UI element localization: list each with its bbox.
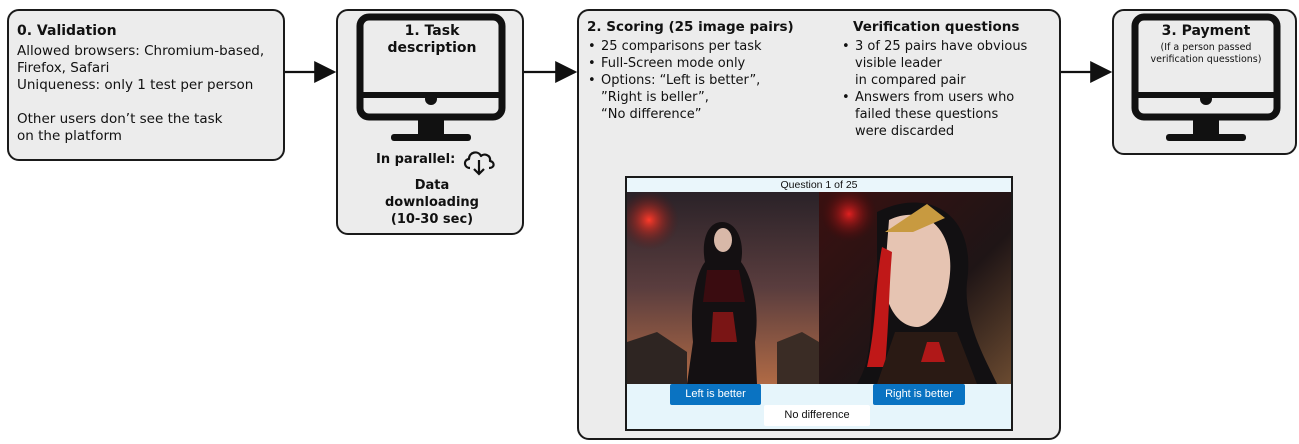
list-item: Options: “Left is better”, ”Right is bel… [587, 72, 827, 123]
list-item: 3 of 25 pairs have obvious visible leade… [841, 38, 1051, 89]
monitor-icon [1131, 13, 1281, 141]
download-line1: Data [414, 178, 450, 193]
verification-list: 3 of 25 pairs have obvious visible leade… [841, 38, 1051, 140]
download-line2: downloading [385, 195, 479, 210]
cloud-download-icon [463, 151, 495, 176]
scoring-list: 25 comparisons per task Full-Screen mode… [587, 38, 827, 123]
task-title-line2: description [387, 40, 477, 56]
question-counter: Question 1 of 25 [627, 178, 1011, 192]
parallel-label: In parallel: [376, 152, 456, 167]
validation-title: 0. Validation [17, 23, 117, 39]
list-item: 25 comparisons per task [587, 38, 827, 55]
payment-box: 3. Payment (If a person passed verificat… [1112, 9, 1297, 155]
validation-box: 0. Validation Allowed browsers: Chromium… [7, 9, 285, 161]
task-title: 1. Task description [368, 23, 496, 57]
comparison-screen: Question 1 of 25 [625, 176, 1013, 431]
payment-subtitle: (If a person passed verification quessti… [1142, 42, 1270, 66]
no-difference-button[interactable]: No difference [764, 405, 870, 426]
task-box: 1. Task description In parallel: Data do… [336, 9, 524, 235]
payment-subtitle-line1: (If a person passed [1160, 42, 1252, 53]
monitor-icon [356, 13, 506, 141]
download-text: Data downloading (10-30 sec) [338, 177, 526, 228]
task-title-line1: 1. Task [404, 23, 460, 39]
validation-body: Allowed browsers: Chromium-based, Firefo… [17, 43, 265, 144]
left-is-better-button[interactable]: Left is better [670, 384, 761, 405]
scoring-section: 2. Scoring (25 image pairs) 25 compariso… [587, 19, 827, 123]
image-pair [627, 192, 1011, 384]
right-is-better-button[interactable]: Right is better [873, 384, 965, 405]
scoring-title: 2. Scoring (25 image pairs) [587, 19, 794, 35]
payment-title: 3. Payment [1161, 23, 1251, 39]
payment-subtitle-line2: verification quesstions) [1150, 54, 1262, 65]
verification-section: Verification questions 3 of 25 pairs hav… [841, 19, 1051, 140]
list-item: Answers from users who failed these ques… [841, 89, 1051, 140]
list-item: Full-Screen mode only [587, 55, 827, 72]
verification-title: Verification questions [853, 19, 1020, 35]
download-line3: (10-30 sec) [390, 212, 474, 227]
